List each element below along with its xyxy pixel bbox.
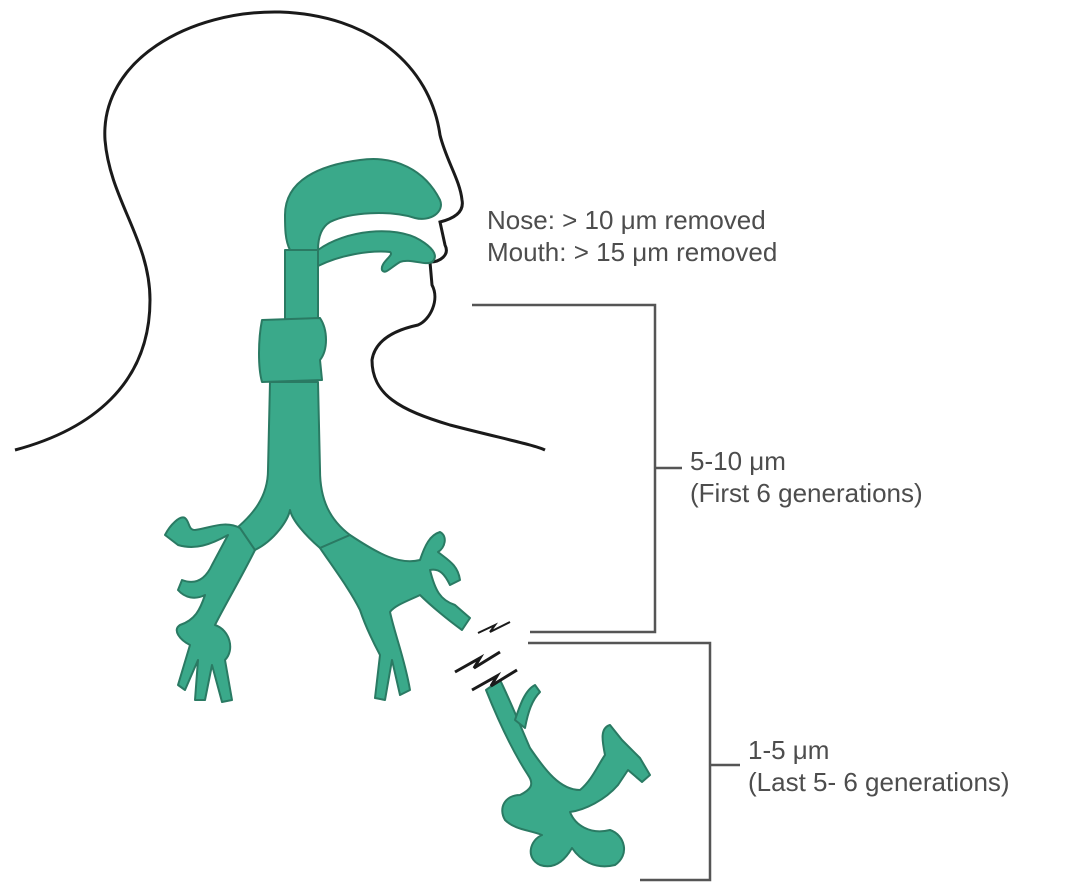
lower-size-text: 1-5 μm — [748, 734, 1010, 766]
distal-branch-small — [515, 685, 540, 728]
upper-size-text: 5-10 μm — [690, 445, 923, 477]
upper-airway-label: 5-10 μm (First 6 generations) — [690, 445, 923, 509]
airway-break-marks — [455, 622, 517, 690]
larynx — [259, 318, 326, 382]
right-bronchial-tree — [320, 532, 470, 700]
mouth-removal-text: Mouth: > 15 μm removed — [487, 236, 777, 268]
nose-removal-text: Nose: > 10 μm removed — [487, 204, 777, 236]
trachea — [228, 382, 350, 550]
lower-airway-label: 1-5 μm (Last 5- 6 generations) — [748, 734, 1010, 798]
nose-mouth-label: Nose: > 10 μm removed Mouth: > 15 μm rem… — [487, 204, 777, 268]
pharynx — [285, 250, 318, 320]
oral-cavity — [318, 231, 435, 271]
left-bronchial-tree — [165, 517, 255, 702]
bracket-upper-airways — [472, 305, 682, 632]
distal-airway — [486, 680, 650, 866]
upper-description-text: (First 6 generations) — [690, 477, 923, 509]
lower-description-text: (Last 5- 6 generations) — [748, 766, 1010, 798]
